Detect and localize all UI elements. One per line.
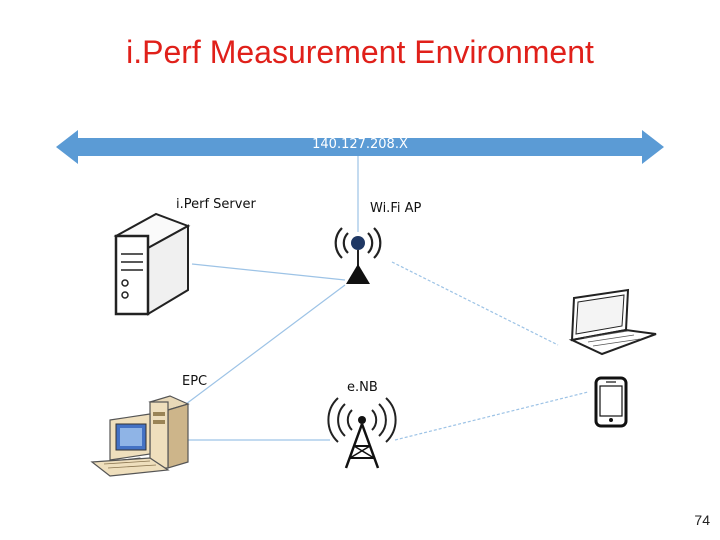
enb-label: e.NB (347, 380, 378, 395)
wifi-ap-label: Wi.Fi AP (370, 201, 422, 216)
smartphone-icon (594, 376, 628, 428)
cell-tower-icon (327, 397, 397, 469)
link-epc-to-ap (177, 284, 346, 411)
epc-label: EPC (182, 374, 208, 389)
server-tower-icon (113, 212, 191, 316)
laptop-icon (568, 288, 657, 356)
network-label: 140.127.208.X (312, 137, 408, 152)
connection-links (177, 156, 589, 441)
desktop-computer-icon (90, 395, 190, 477)
link-enb-to-phone (394, 391, 589, 441)
wifi-access-point-icon (334, 227, 382, 284)
network-bus (56, 130, 664, 164)
link-server-to-ap (191, 263, 346, 281)
link-ap-to-laptop (391, 261, 559, 346)
iperf-server-label: i.Perf Server (176, 197, 256, 212)
page-number: 74 (694, 512, 710, 528)
slide-title: i.Perf Measurement Environment (126, 34, 594, 70)
